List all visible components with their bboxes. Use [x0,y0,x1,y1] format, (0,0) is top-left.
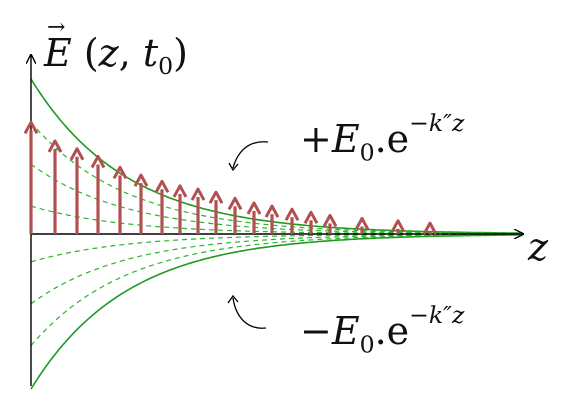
field-arrow-head-icon [422,221,438,235]
field-arrow [112,165,128,234]
field-arrow-head-icon [133,173,149,187]
field-arrow [284,207,300,234]
field-arrow [422,221,438,235]
upper-envelope-label: +E0.e−k″z [300,109,465,167]
field-arrow-head-icon [208,190,224,204]
field-arrows [23,120,438,235]
field-arrow-head-icon [47,139,63,153]
upper-dashed-curve [30,163,520,235]
lower-dashed-curve [30,233,520,263]
field-arrow-head-icon [23,120,39,135]
field-arrow [154,179,170,234]
field-arrow [246,201,262,234]
field-arrow-head-icon [284,207,300,221]
upper-dashed-curve [30,122,520,234]
field-arrow-head-icon [390,219,406,233]
field-arrow [264,204,280,234]
field-arrow [172,184,188,234]
field-arrow-head-icon [190,187,206,201]
field-arrow [190,187,206,234]
field-arrow [354,217,370,234]
lower-envelope-label: −E0.e−k″z [300,301,465,359]
field-arrow [47,139,63,234]
lower-pointer-arrow [232,297,267,329]
field-arrow-head-icon [69,147,85,161]
lower-dashed-curve [30,234,520,346]
z-axis-label: z [528,225,549,269]
field-arrow [390,219,406,234]
field-arrow [208,190,224,234]
field-arrow [23,120,39,234]
field-arrow [69,147,85,234]
lower-dashed-curve [30,233,520,305]
field-arrow-head-icon [246,201,262,215]
field-arrow-head-icon [264,204,280,218]
field-arrow [303,210,319,234]
field-arrow [133,173,149,234]
field-arrow-head-icon [322,213,338,228]
field-arrow-head-icon [154,179,170,194]
upper-pointer-arrow [232,141,269,169]
field-arrow-head-icon [227,196,243,211]
field-arrow [322,213,338,234]
lower-pointer-head-icon [227,294,239,304]
field-arrow-head-icon [90,155,106,169]
field-arrow-head-icon [112,165,128,180]
field-arrow [90,155,106,234]
field-arrow-head-icon [354,217,370,231]
field-arrow-head-icon [303,210,319,225]
field-arrow-head-icon [172,184,188,198]
y-axis-label: E → (z, t0) [44,15,188,81]
field-arrow [227,196,243,234]
upper-pointer-head-icon [228,162,239,172]
vector-arrow-icon: → [47,15,66,40]
field-vector: E → [44,15,72,75]
